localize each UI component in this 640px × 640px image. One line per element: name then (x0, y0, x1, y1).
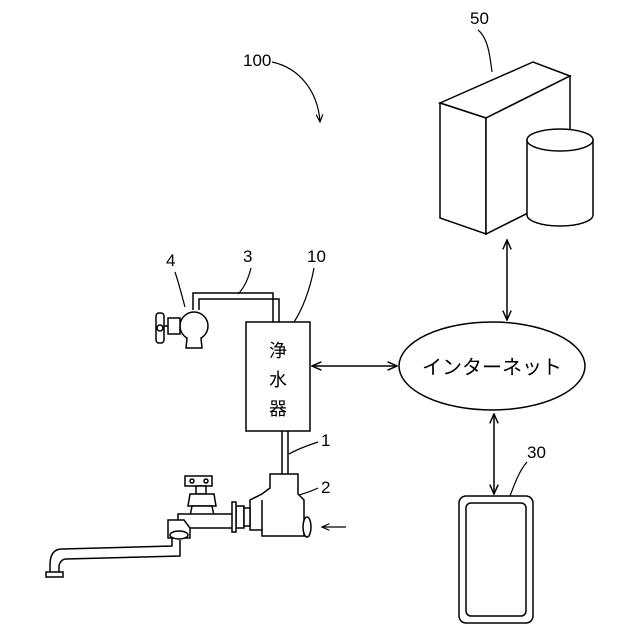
internet-node: インターネット (399, 322, 585, 410)
purifier-label-char-3: 器 (269, 399, 287, 420)
tap-faucet (46, 476, 250, 577)
purifier-label-char-1: 浄 (269, 341, 287, 362)
inlet-pipe: 1 (282, 431, 330, 474)
pipe3-ref-label: 3 (243, 247, 252, 266)
server-leader-line (478, 30, 492, 72)
purifier-leader-line (294, 268, 314, 322)
server: 50 (440, 9, 593, 234)
server-ref-label: 50 (470, 9, 489, 28)
pipe3-leader-line (238, 268, 251, 294)
mobile-terminal: 30 (459, 443, 546, 623)
pipe1-ref-label: 1 (321, 431, 330, 450)
branch-valve: 2 (250, 474, 346, 537)
system-reference: 100 (243, 51, 320, 122)
system-ref-label: 100 (243, 51, 271, 70)
valve2-ref-label: 2 (321, 478, 330, 497)
pipe1-leader-line (289, 442, 318, 454)
water-purifier: 10 浄 水 器 (246, 247, 326, 431)
database-cylinder-icon (527, 129, 593, 226)
faucet4-ref-label: 4 (166, 251, 175, 270)
outlet-pipe: 3 (193, 247, 279, 322)
purifier-ref-label: 10 (307, 247, 326, 266)
terminal-screen (466, 503, 526, 616)
faucet4-leader-line (175, 272, 185, 307)
internet-label: インターネット (422, 355, 562, 379)
purifier-label-char-2: 水 (269, 370, 287, 391)
terminal-leader-line (510, 462, 527, 496)
terminal-ref-label: 30 (527, 443, 546, 462)
system-ref-arrow (272, 62, 320, 122)
